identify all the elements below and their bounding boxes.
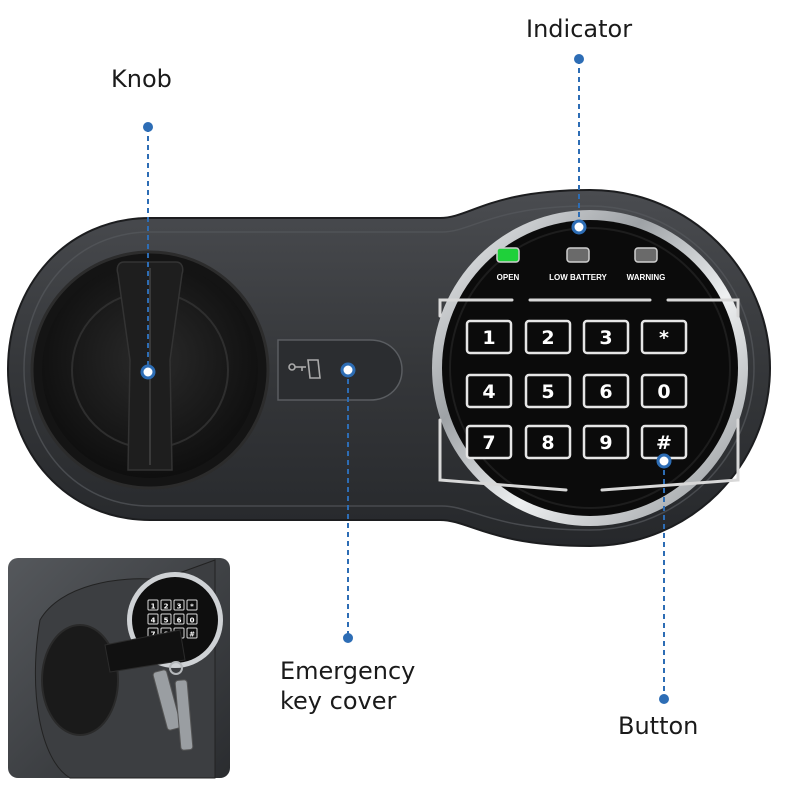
inset-key-label: * — [190, 603, 194, 611]
indicator-led — [566, 247, 590, 263]
keypad-key-label: * — [659, 327, 669, 349]
callout-emergency-target — [340, 362, 356, 378]
keypad-face — [442, 220, 738, 516]
inset-key — [160, 599, 172, 611]
callout-indicator-dot — [574, 54, 584, 64]
indicator-led — [634, 247, 658, 263]
keypad-key-star[interactable]: * — [640, 319, 688, 355]
inset-key-label: 2 — [164, 603, 169, 611]
keypad-key-frame[interactable] — [465, 373, 513, 409]
keypad-key-frame[interactable] — [582, 319, 630, 355]
inset-key-label: 0 — [190, 617, 195, 625]
keypad-key-frame[interactable] — [524, 424, 572, 460]
inset-knob — [41, 624, 119, 736]
callout-emergency-dot — [343, 633, 353, 643]
keypad-key-label: 1 — [482, 327, 495, 349]
indicator-3: WARNING — [627, 247, 666, 282]
keypad-key-3[interactable]: 3 — [582, 319, 630, 355]
callout-knob-target — [140, 364, 156, 380]
keypad-key-label: 2 — [541, 327, 554, 349]
callout-label-knob: Knob — [111, 65, 172, 93]
keypad-key-1[interactable]: 1 — [465, 319, 513, 355]
indicator-2: LOW BATTERY — [549, 247, 608, 282]
keypad-key-hash[interactable]: # — [640, 424, 688, 460]
inset-key — [186, 613, 198, 625]
keypad-key-0[interactable]: 0 — [640, 373, 688, 409]
inset-key — [173, 613, 185, 625]
keypad-keys[interactable]: 1 2 3 * 4 5 6 0 7 8 9 # — [465, 319, 688, 460]
inset-key-label: 4 — [151, 617, 156, 625]
inset-key — [147, 613, 159, 625]
inset-key-label: 7 — [151, 631, 156, 639]
indicator-label: OPEN — [497, 273, 520, 282]
keypad-key-frame[interactable] — [524, 373, 572, 409]
keypad-key-5[interactable]: 5 — [524, 373, 572, 409]
keypad-key-label: 6 — [599, 381, 612, 403]
keypad-key-2[interactable]: 2 — [524, 319, 572, 355]
keypad-key-6[interactable]: 6 — [582, 373, 630, 409]
inset-key-label: 1 — [151, 603, 156, 611]
keypad-inner-ring — [449, 227, 731, 509]
lock-body-inner-edge — [23, 205, 755, 531]
keypad-frame — [438, 298, 740, 492]
keypad-key-label: 0 — [657, 381, 670, 403]
keypad-key-frame[interactable] — [582, 424, 630, 460]
callout-knob-dot — [143, 122, 153, 132]
indicator-1: OPEN — [496, 247, 520, 282]
emergency-key-cover[interactable] — [277, 339, 403, 401]
callout-button-dot — [659, 694, 669, 704]
key-hand-icon — [288, 359, 321, 379]
keypad-key-label: # — [656, 432, 672, 454]
indicator-label: LOW BATTERY — [549, 273, 607, 282]
inset-key-label: 5 — [164, 617, 169, 625]
inset-key — [186, 627, 198, 639]
keypad-key-frame[interactable] — [524, 319, 572, 355]
inset-key — [147, 599, 159, 611]
inset-keys-icon — [152, 661, 194, 751]
keypad-key-label: 9 — [599, 432, 612, 454]
callout-label-emergency-line1: Emergency — [280, 657, 416, 685]
callout-label-indicator: Indicator — [526, 15, 633, 43]
callout-indicator-target — [571, 219, 587, 235]
keypad-key-label: 5 — [541, 381, 554, 403]
inset-key-handle — [104, 629, 186, 673]
keypad-key-label: 8 — [541, 432, 554, 454]
keypad-key-frame[interactable] — [465, 424, 513, 460]
inset-key-label: # — [189, 631, 195, 639]
callout-button-target — [656, 453, 672, 469]
keypad-key-label: 3 — [599, 327, 612, 349]
keypad-key-4[interactable]: 4 — [465, 373, 513, 409]
callout-label-emergency: Emergency key cover — [280, 656, 415, 716]
keypad-key-frame[interactable] — [465, 319, 513, 355]
callout-label-button: Button — [618, 712, 699, 740]
inset-key — [186, 599, 198, 611]
indicator-label: WARNING — [627, 273, 666, 282]
callouts — [140, 54, 672, 704]
keypad-key-7[interactable]: 7 — [465, 424, 513, 460]
inset-key-label: 6 — [177, 617, 182, 625]
inset-key — [160, 613, 172, 625]
inset-key — [173, 599, 185, 611]
callout-label-emergency-line2: key cover — [280, 687, 397, 715]
keypad-key-8[interactable]: 8 — [524, 424, 572, 460]
keypad-key-frame[interactable] — [582, 373, 630, 409]
indicator-led — [496, 247, 520, 263]
keypad-key-label: 7 — [482, 432, 495, 454]
keypad-key-label: 4 — [482, 381, 495, 403]
indicator-group: OPEN LOW BATTERY WARNING — [496, 247, 666, 282]
keypad-key-frame[interactable] — [640, 373, 688, 409]
keypad-key-9[interactable]: 9 — [582, 424, 630, 460]
keypad-key-frame[interactable] — [640, 319, 688, 355]
inset-key-label: 3 — [177, 603, 182, 611]
